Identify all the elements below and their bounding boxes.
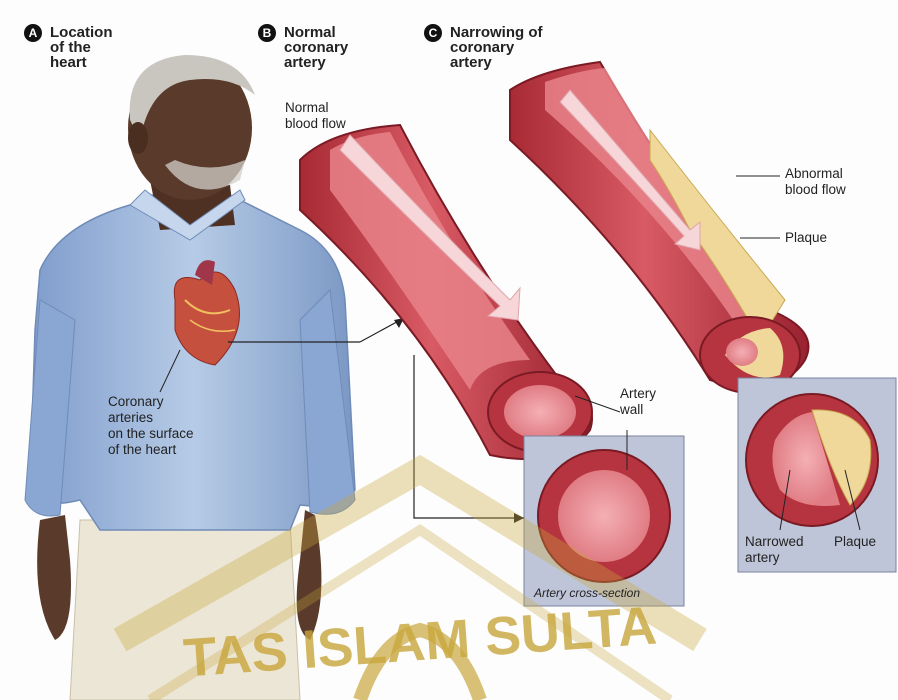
narrowed-artery-label: Narrowed artery bbox=[745, 534, 804, 566]
artery-wall-label: Artery wall bbox=[620, 386, 656, 418]
panel-c-badge: C bbox=[424, 24, 442, 42]
panel-b-title: Normal coronary artery bbox=[284, 25, 348, 70]
normal-blood-flow-label: Normal blood flow bbox=[285, 100, 346, 132]
panel-b-badge: B bbox=[258, 24, 276, 42]
abnormal-blood-flow-label: Abnormal blood flow bbox=[785, 166, 846, 198]
coronary-arteries-label: Coronary arteries on the surface of the … bbox=[108, 394, 194, 458]
cross-section-caption: Artery cross-section bbox=[534, 586, 640, 600]
plaque-label-bottom: Plaque bbox=[834, 534, 876, 550]
panel-c-title: Narrowing of coronary artery bbox=[450, 25, 543, 70]
panel-a-badge: A bbox=[24, 24, 42, 42]
ear bbox=[128, 122, 148, 154]
narrowed-artery bbox=[510, 62, 808, 393]
plaque-label-top: Plaque bbox=[785, 230, 827, 246]
panel-a-title: Location of the heart bbox=[50, 25, 113, 70]
left-hand bbox=[37, 515, 71, 640]
